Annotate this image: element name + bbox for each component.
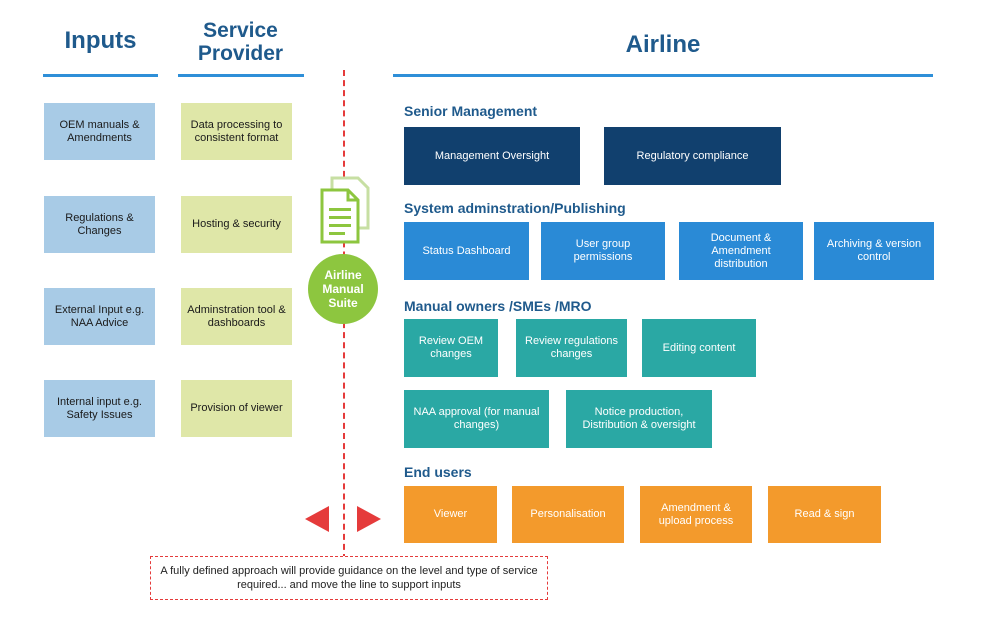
airline-heading: Airline <box>625 31 701 58</box>
service-provider-heading-rule <box>178 74 304 77</box>
arrow-left-icon <box>305 506 329 532</box>
service-provider-heading: Service Provider <box>197 19 284 65</box>
section-end-users: End users <box>404 464 472 480</box>
section-system-administration: System adminstration/Publishing <box>404 200 626 216</box>
system-status-dashboard: Status Dashboard <box>404 222 529 280</box>
end-user-amendment-upload: Amendment & upload process <box>640 486 752 543</box>
manual-editing-content: Editing content <box>642 319 756 377</box>
service-data-processing: Data processing to consistent format <box>181 103 292 160</box>
service-viewer: Provision of viewer <box>181 380 292 437</box>
input-external: External Input e.g. NAA Advice <box>44 288 155 345</box>
manual-review-regulations: Review regulations changes <box>516 319 627 377</box>
inputs-heading: Inputs <box>64 27 137 54</box>
inputs-heading-rule <box>43 74 158 77</box>
service-level-note: A fully defined approach will provide gu… <box>150 556 548 600</box>
manual-notice-production: Notice production, Distribution & oversi… <box>566 390 712 448</box>
end-user-read-sign: Read & sign <box>768 486 881 543</box>
service-hosting: Hosting & security <box>181 196 292 253</box>
input-oem-manuals: OEM manuals & Amendments <box>44 103 155 160</box>
end-user-viewer: Viewer <box>404 486 497 543</box>
section-senior-management: Senior Management <box>404 103 538 119</box>
arrow-right-icon <box>357 506 381 532</box>
airline-manual-suite-badge: Airline Manual Suite <box>308 254 378 324</box>
senior-regulatory-compliance: Regulatory compliance <box>604 127 781 185</box>
document-stack-icon <box>318 176 374 246</box>
end-user-personalisation: Personalisation <box>512 486 624 543</box>
service-admin-tool: Adminstration tool & dashboards <box>181 288 292 345</box>
section-manual-owners: Manual owners /SMEs /MRO <box>404 298 592 314</box>
system-archiving-version-control: Archiving & version control <box>814 222 934 280</box>
manual-naa-approval: NAA approval (for manual changes) <box>404 390 549 448</box>
manual-review-oem-changes: Review OEM changes <box>404 319 498 377</box>
airline-heading-rule <box>393 74 933 77</box>
input-regulations: Regulations & Changes <box>44 196 155 253</box>
system-document-distribution: Document & Amendment distribution <box>679 222 803 280</box>
input-internal: Internal input e.g. Safety Issues <box>44 380 155 437</box>
senior-management-oversight: Management Oversight <box>404 127 580 185</box>
system-user-group-permissions: User group permissions <box>541 222 665 280</box>
